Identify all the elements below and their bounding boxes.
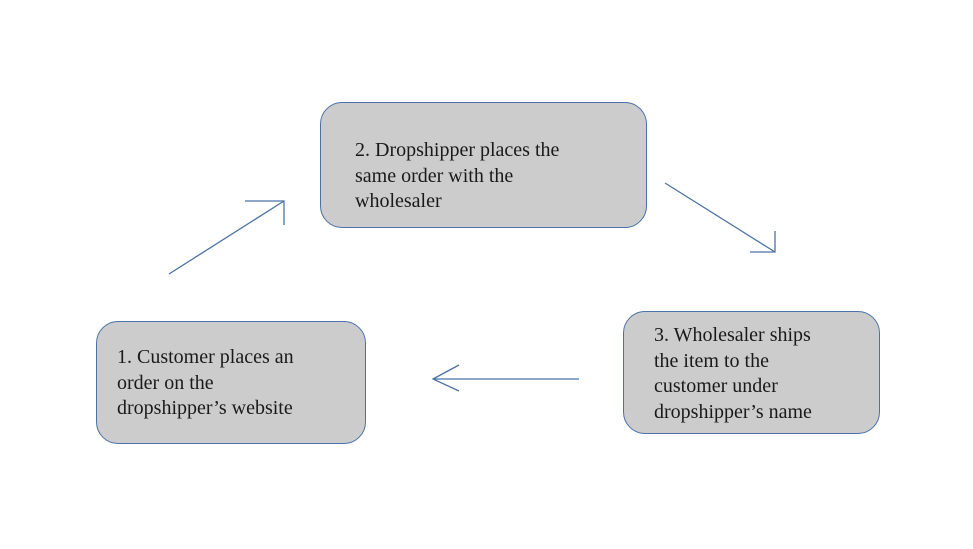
arrow-head (431, 364, 460, 392)
step-3-box: 3. Wholesaler ships the item to the cust… (623, 311, 880, 434)
step-1-text: 1. Customer places an order on the drops… (117, 346, 294, 419)
arrow-shaft (168, 200, 285, 275)
arrow-step3-to-step1 (431, 364, 579, 392)
step-2-box: 2. Dropshipper places the same order wit… (320, 102, 647, 228)
step-1-box: 1. Customer places an order on the drops… (96, 321, 366, 444)
step-2-text: 2. Dropshipper places the same order wit… (355, 139, 560, 212)
step-3-text: 3. Wholesaler ships the item to the cust… (654, 324, 812, 423)
arrow-head (750, 231, 776, 253)
arrow-step1-to-step2 (168, 200, 285, 275)
arrow-head (245, 200, 285, 225)
arrow-step2-to-step3 (664, 182, 776, 253)
arrow-shaft (664, 182, 776, 253)
